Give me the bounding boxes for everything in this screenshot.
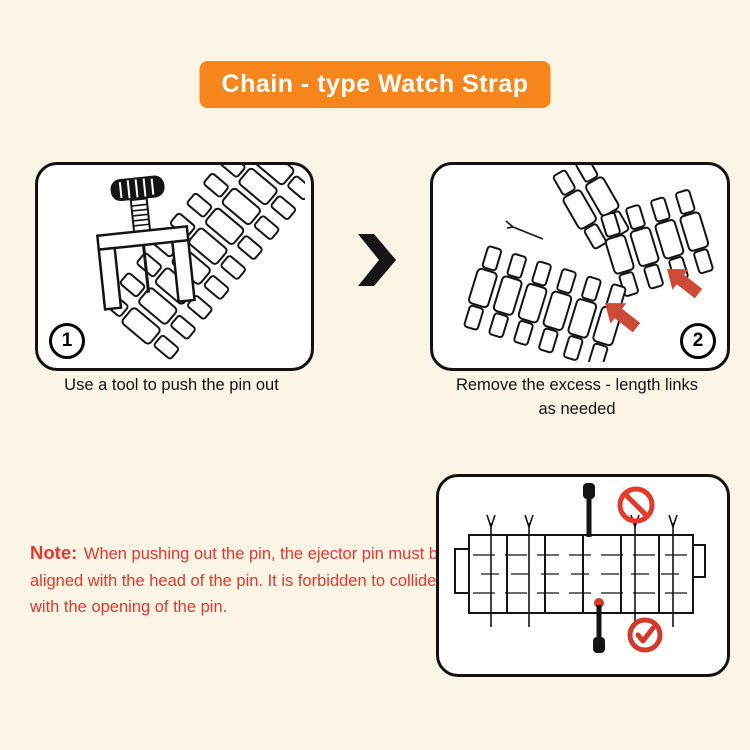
step-2-caption-line-2: as needed — [538, 399, 616, 418]
step-2-number: 2 — [680, 323, 716, 359]
link-layer-lines — [473, 554, 689, 594]
band-cross-section — [454, 534, 706, 614]
band-segment-right — [600, 189, 714, 297]
link-pins — [486, 514, 678, 627]
note-label: Note: — [30, 542, 78, 563]
chevron-right-icon — [358, 234, 396, 286]
link-removal-tool — [95, 175, 196, 311]
band-segment-left — [463, 245, 627, 362]
step-1-caption: Use a tool to push the pin out — [64, 376, 279, 394]
step-1-panel: 1 — [35, 162, 314, 371]
remove-links-illustration — [463, 165, 714, 362]
tool-knob-knurling — [118, 178, 155, 199]
spring-bar-pin — [505, 220, 544, 240]
alignment-detail-panel — [436, 474, 730, 677]
note-text: Note: When pushing out the pin, the ejec… — [30, 538, 454, 620]
tool-frame-left — [97, 246, 123, 311]
ejector-pin — [142, 244, 151, 293]
note-body: When pushing out the pin, the ejector pi… — [30, 545, 448, 616]
step-2-caption-line-1: Remove the excess - length links — [455, 376, 699, 394]
red-arrow-icon — [605, 303, 641, 333]
page-title: Chain - type Watch Strap — [199, 61, 551, 108]
tool-frame-right — [170, 238, 196, 303]
step-2-panel: 2 — [430, 162, 730, 371]
step-2-caption: Remove the excess - length links as need… — [430, 374, 724, 422]
push-pin-illustration — [95, 165, 305, 360]
direction-arrows — [605, 269, 703, 333]
step-1-number: 1 — [49, 323, 85, 359]
checkmark-icon — [627, 617, 663, 653]
ejector-pin-bottom — [593, 605, 605, 653]
ejector-pin-top — [583, 483, 595, 537]
tool-screw-threads — [131, 203, 150, 227]
prohibition-icon — [617, 486, 655, 524]
pin-alignment-illustration — [454, 483, 706, 653]
red-arrow-icon — [667, 269, 703, 299]
